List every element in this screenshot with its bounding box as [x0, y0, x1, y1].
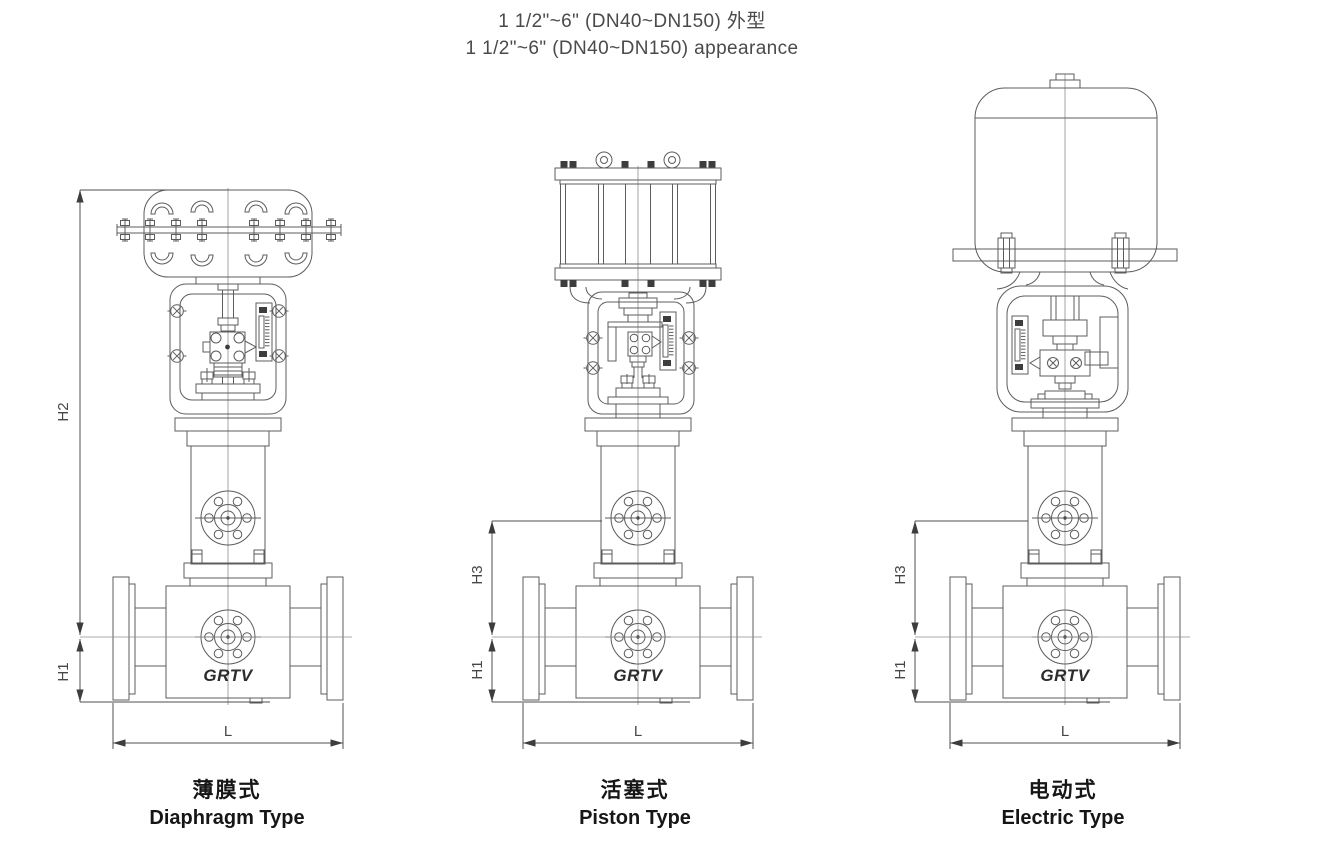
dimension-label-h3: H3 — [892, 565, 909, 584]
dimension-label-h1: H1 — [55, 662, 72, 681]
caption-piston: 活塞式 Piston Type — [495, 778, 775, 830]
piston-cylinder-actuator — [554, 151, 722, 304]
dimension-label-l: L — [224, 723, 232, 740]
piston-valve-drawing: GRTV H3 H1 L — [469, 151, 762, 749]
caption-piston-zh: 活塞式 — [600, 779, 670, 802]
title-line-zh: 1 1/2"~6" (DN40~DN150) 外型 — [498, 11, 766, 32]
title-line-en: 1 1/2"~6" (DN40~DN150) appearance — [465, 38, 799, 59]
dimension-label-l: L — [634, 723, 642, 740]
dimension-label-h3: H3 — [469, 565, 486, 584]
dimension-label-h2: H2 — [55, 402, 72, 421]
caption-electric-en: Electric Type — [1001, 807, 1125, 829]
positioner — [1029, 349, 1109, 377]
caption-diaphragm-en: Diaphragm Type — [149, 807, 305, 829]
dimension-label-h1: H1 — [469, 660, 486, 679]
positioner — [627, 331, 662, 357]
yoke — [583, 291, 699, 415]
dimensions-diaphragm: H2 H1 L — [55, 189, 352, 749]
brand-logo: GRTV — [1040, 666, 1090, 685]
dimension-label-h1: H1 — [892, 660, 909, 679]
caption-diaphragm-zh: 薄膜式 — [192, 779, 262, 802]
diaphragm-valve-drawing: GRTV H2 H1 L — [55, 188, 352, 749]
travel-scale — [1011, 315, 1029, 375]
dimension-label-l: L — [1061, 723, 1069, 740]
caption-diaphragm: 薄膜式 Diaphragm Type — [87, 778, 367, 830]
brand-logo: GRTV — [613, 666, 663, 685]
caption-electric-zh: 电动式 — [1028, 779, 1098, 802]
travel-scale — [659, 311, 677, 371]
stem-connector — [195, 362, 261, 401]
dimensions-piston: H3 H1 L — [469, 520, 762, 749]
electric-actuator — [952, 73, 1178, 290]
caption-electric: 电动式 Electric Type — [923, 778, 1203, 830]
caption-piston-en: Piston Type — [579, 807, 691, 829]
brand-logo: GRTV — [203, 666, 253, 685]
travel-scale — [255, 302, 273, 362]
drawing-title: 1 1/2"~6" (DN40~DN150) 外型 1 1/2"~6" (DN4… — [292, 8, 972, 62]
dimensions-electric: H3 H1 L — [892, 520, 1190, 749]
diaphragm-actuator — [116, 189, 342, 285]
positioner — [202, 331, 258, 364]
yoke — [996, 285, 1129, 413]
electric-valve-drawing: GRTV H3 H1 L — [892, 73, 1190, 749]
